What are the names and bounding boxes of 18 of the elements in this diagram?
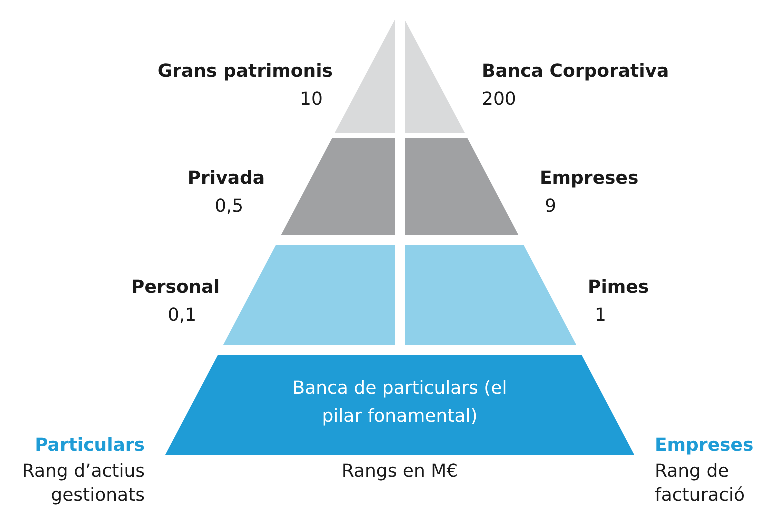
segment-title: Personal	[132, 277, 220, 299]
segment-title: Empreses	[540, 168, 639, 190]
segment-title: Banca Corporativa	[482, 61, 670, 83]
range-value: 9	[545, 196, 556, 218]
range-value: 200	[482, 89, 516, 111]
side-heading: Empreses	[655, 434, 755, 458]
side-heading: Particulars	[34, 434, 145, 458]
units-note: Rangs en M€	[340, 460, 460, 484]
side-note: Rang de facturació	[655, 460, 746, 508]
segment-title: Grans patrimonis	[158, 61, 333, 83]
segment-label: Banca de particulars (el pilar fonamental)	[292, 377, 508, 429]
side-note: Rang d’actius gestionats	[21, 460, 145, 508]
range-value: 0,1	[168, 305, 197, 327]
segment-title: Privada	[188, 168, 265, 190]
range-value: 10	[300, 89, 323, 111]
segment-title: Pimes	[588, 277, 650, 299]
range-value: 1	[595, 305, 606, 327]
range-value: 0,5	[215, 196, 244, 218]
